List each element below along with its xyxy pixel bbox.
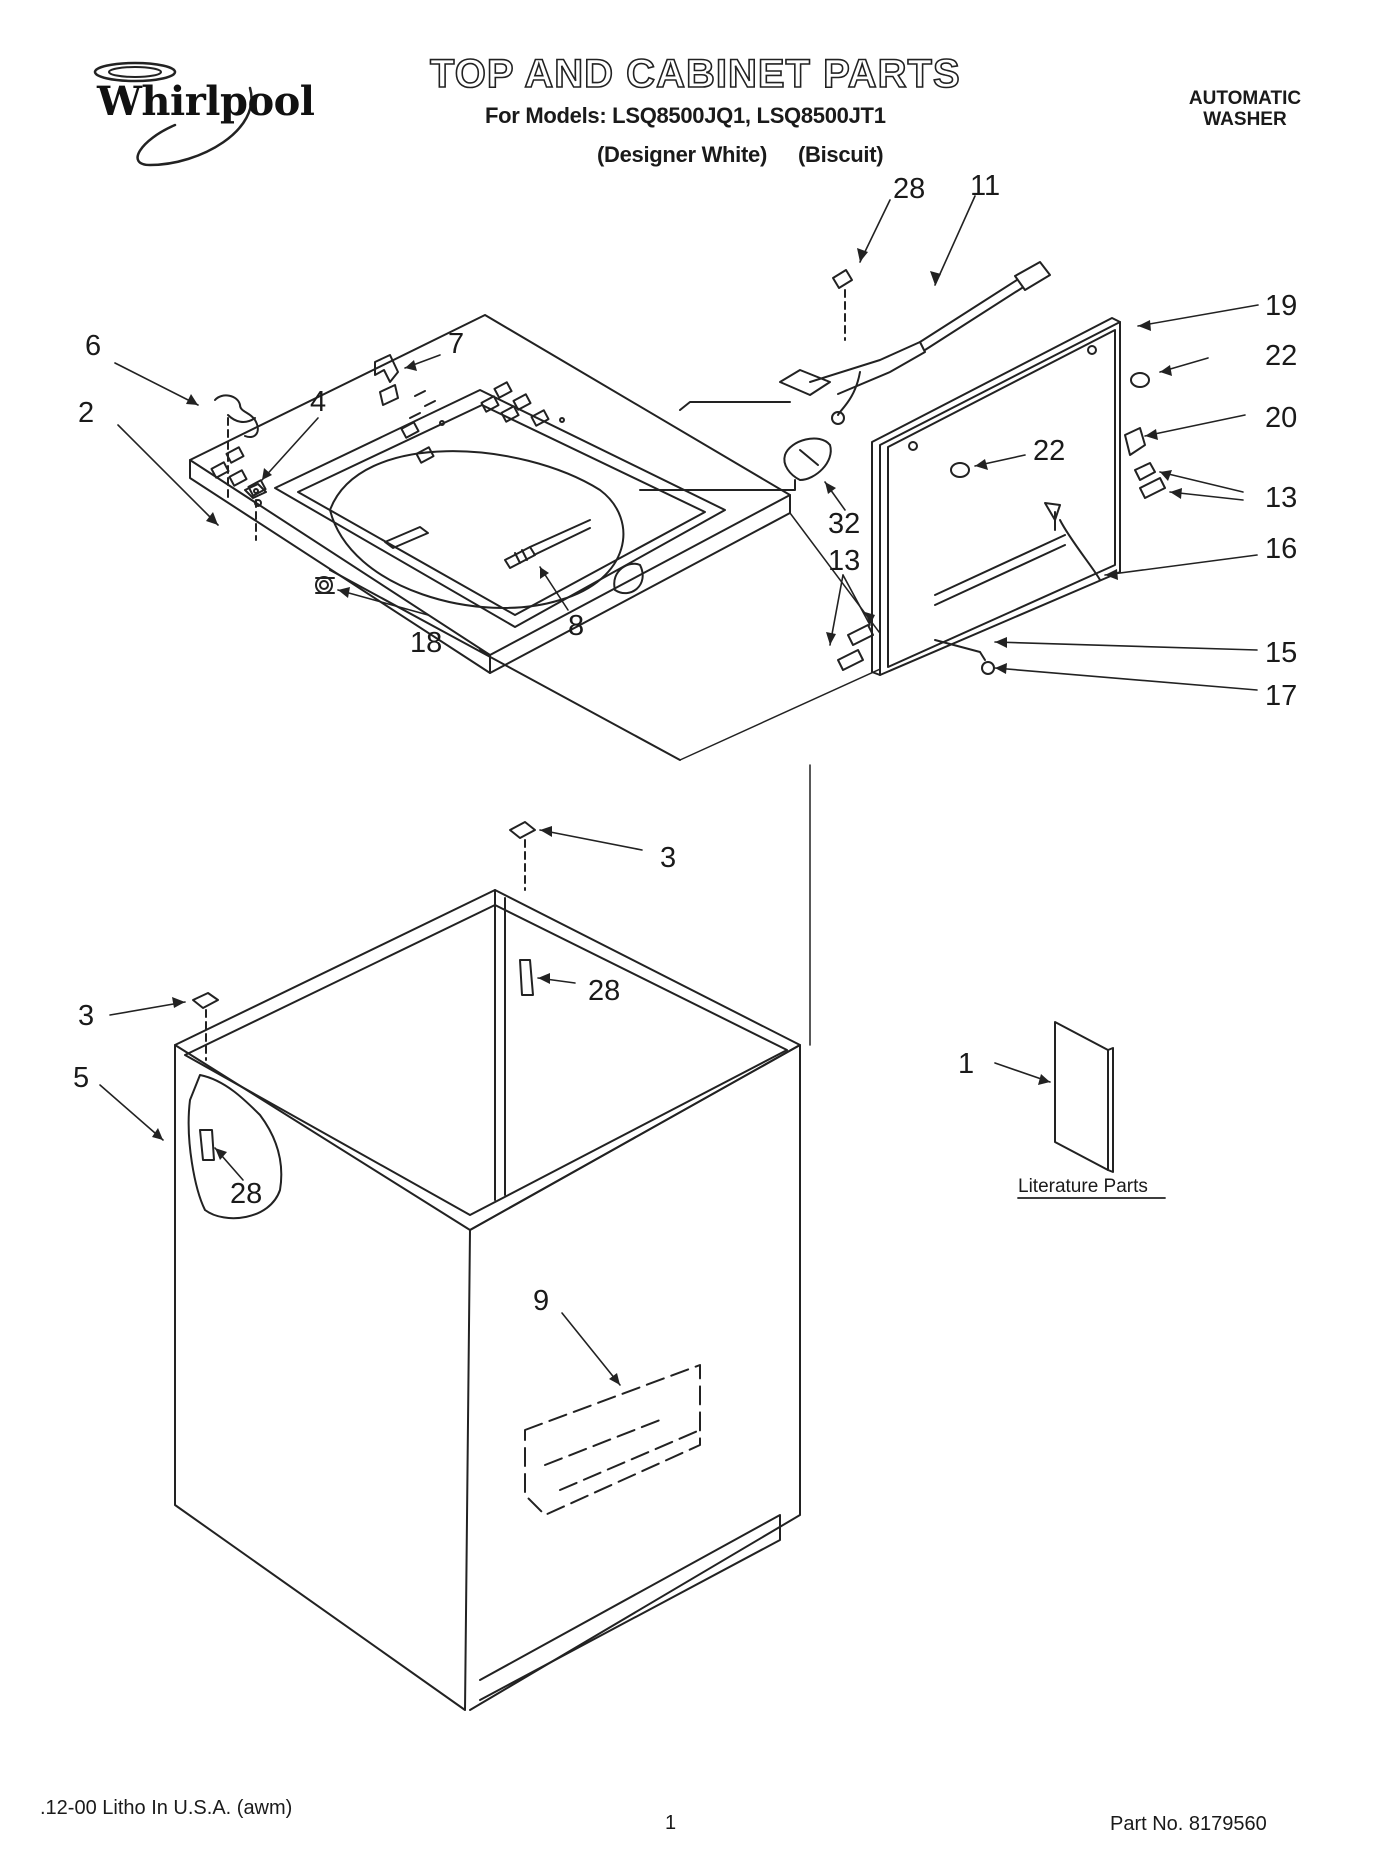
lid-part-19 — [837, 317, 1166, 676]
literature-parts-label: Literature Parts — [1018, 1176, 1148, 1197]
models-line: For Models: LSQ8500JQ1, LSQ8500JT1 — [485, 103, 886, 128]
callout-11: 11 — [970, 170, 1001, 202]
callout-3: 3 — [660, 842, 677, 874]
arrowheads — [152, 248, 1182, 1385]
callout-13: 13 — [828, 545, 861, 577]
part-6-clip — [214, 394, 259, 501]
product-type-line-1: AUTOMATIC — [1188, 88, 1302, 109]
top-panel-part-2 — [189, 314, 901, 761]
cabinet-part-5 — [174, 764, 811, 1711]
page-title: TOP AND CABINET PARTS — [429, 51, 961, 97]
callout-9: 9 — [533, 1285, 550, 1317]
whirlpool-logo-swirl — [93, 61, 253, 167]
color-label-designer-white: (Designer White) — [597, 142, 767, 167]
callout-22: 22 — [1033, 435, 1066, 467]
callout-18: 18 — [410, 627, 443, 659]
callout-28: 28 — [588, 975, 621, 1007]
brand-logo-text: Whirlpool — [97, 78, 315, 125]
callout-28: 28 — [893, 173, 926, 205]
callout-19: 19 — [1265, 290, 1298, 322]
part-4-clip — [244, 483, 267, 541]
callout-17: 17 — [1265, 680, 1298, 712]
callout-3: 3 — [78, 1000, 95, 1032]
callout-2: 2 — [78, 397, 95, 429]
product-type-line-2: WASHER — [1203, 109, 1287, 130]
callout-5: 5 — [73, 1062, 90, 1094]
part-32-knob — [639, 437, 832, 491]
callout-8: 8 — [568, 610, 585, 642]
part-8-screw — [504, 519, 591, 569]
callout-20: 20 — [1265, 402, 1298, 434]
callout-16: 16 — [1265, 533, 1298, 565]
callout-6: 6 — [85, 330, 102, 362]
callout-13: 13 — [1265, 482, 1298, 514]
literature-booklet-part-1 — [1017, 1021, 1166, 1199]
part-11-wire-harness — [679, 261, 1051, 425]
color-label-biscuit: (Biscuit) — [798, 142, 884, 167]
callout-15: 15 — [1265, 637, 1298, 669]
part-7-clip — [374, 354, 399, 406]
callout-7: 7 — [448, 328, 465, 360]
callout-28: 28 — [230, 1178, 263, 1210]
callout-1: 1 — [958, 1048, 975, 1080]
callout-4: 4 — [310, 386, 327, 418]
product-type: AUTOMATIC WASHER — [1175, 88, 1315, 130]
callout-32: 32 — [828, 508, 861, 540]
callout-22: 22 — [1265, 340, 1298, 372]
part-number: Part No. 8179560 — [1110, 1813, 1267, 1835]
part-18-grommet — [315, 576, 335, 594]
footer-litho: .12-00 Litho In U.S.A. (awm) — [40, 1797, 293, 1819]
page-number: 1 — [665, 1812, 677, 1834]
